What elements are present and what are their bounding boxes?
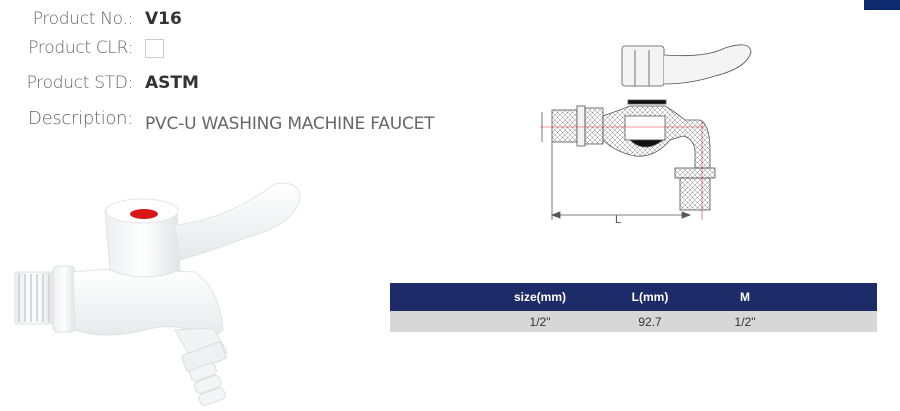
red-cap-icon (130, 209, 158, 219)
threaded-inlet (14, 265, 76, 333)
product-standard-row: Product STD: ASTM (0, 73, 199, 93)
size-spec-table: size(mm) L(mm) M 1/2" 92.7 1/2" (390, 283, 877, 332)
svg-text:L: L (615, 214, 621, 226)
product-color-swatch (145, 38, 164, 58)
corner-nav-tab[interactable] (864, 0, 900, 10)
column-header-empty (800, 283, 877, 311)
product-color-row: Product CLR: (0, 38, 164, 58)
cell-empty (800, 311, 877, 332)
product-standard-value: ASTM (145, 73, 199, 93)
product-color-label: Product CLR: (28, 38, 133, 58)
column-header-length: L(mm) (610, 283, 690, 311)
product-description-value: PVC-U WASHING MACHINE FAUCET (145, 114, 435, 134)
table-row: 1/2" 92.7 1/2" (390, 311, 877, 332)
faucet-technical-drawing: L (540, 44, 752, 226)
faucet-photo (14, 182, 301, 407)
cell-length: 92.7 (610, 311, 690, 332)
cell-size: 1/2" (390, 311, 610, 332)
product-number-value: V16 (145, 9, 182, 29)
table-header-row: size(mm) L(mm) M (390, 283, 877, 311)
product-description-label: Description: (28, 108, 133, 129)
column-header-m: M (690, 283, 800, 311)
product-number-row: Product No.: V16 (0, 9, 182, 29)
product-standard-label: Product STD: (26, 73, 134, 93)
cell-m: 1/2" (690, 311, 800, 332)
product-description-row: Description: PVC-U WASHING MACHINE FAUCE… (0, 108, 435, 134)
product-number-label: Product No.: (32, 9, 134, 29)
column-header-size: size(mm) (390, 283, 610, 311)
